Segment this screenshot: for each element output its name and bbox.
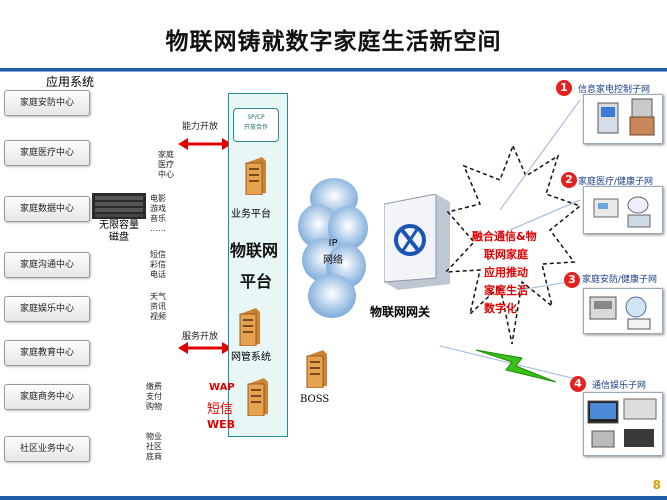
subnet-1-label: 信息家电控制子网 (578, 85, 651, 95)
left-item-security[interactable]: 家庭安防中心 (4, 90, 90, 116)
platform-title-line1: 物联网 (230, 241, 279, 260)
sp-cp-badge: SP/CP 开放合作 (233, 108, 279, 142)
gateway-label: 物联网网关 (370, 305, 431, 319)
storage-server-icon (92, 193, 146, 219)
web-label: WEB (207, 418, 236, 431)
capability-open-label: 能力开放 (182, 122, 219, 132)
security-device-icon (589, 296, 651, 330)
app-systems-label: 应用系统 (46, 75, 95, 89)
subnet-3-box (583, 288, 663, 334)
boss-server-icon (306, 350, 327, 388)
boss-label: BOSS (300, 394, 330, 405)
lightning-bolt-icon (476, 349, 556, 383)
wap-label: WAP (209, 382, 235, 393)
left-item-education[interactable]: 家庭教育中心 (4, 340, 90, 366)
network-mgmt-label: 网管系统 (231, 352, 271, 363)
service-messaging: 短信 彩信 电话 (150, 250, 166, 279)
cloud-line1: IP (328, 238, 338, 249)
left-item-medical[interactable]: 家庭医疗中心 (4, 140, 90, 166)
service-community: 物业 社区 底商 (146, 432, 162, 461)
storage-label: 无限容量磁盘 (99, 220, 139, 243)
title-rule-thin (0, 71, 667, 72)
portal-server-icon (247, 378, 268, 416)
subnet-1-box (583, 94, 663, 144)
subnet-2-box (583, 186, 663, 234)
starburst-line3: 应用推动 (484, 266, 528, 279)
page-number: 8 (652, 478, 661, 492)
service-payment: 缴费 支付 购物 (146, 382, 162, 411)
page-title: 物联网铸就数字家庭生活新空间 (165, 29, 502, 55)
platform-title-line2: 平台 (240, 272, 273, 291)
service-info: 天气 资讯 视频 (150, 292, 166, 321)
left-item-commerce[interactable]: 家庭商务中心 (4, 384, 90, 410)
sms-label: 短信 (207, 402, 234, 417)
subnet-3-number: 3 (564, 272, 580, 288)
ip-cloud-icon (298, 178, 368, 318)
service-open-label: 服务开放 (182, 332, 219, 342)
service-arrow-icon (178, 342, 232, 354)
service-media: 电影 游戏 音乐 …… (150, 194, 166, 233)
app-systems-panel: 家庭安防中心 家庭医疗中心 家庭数据中心 家庭沟通中心 家庭娱乐中心 家庭教育中… (0, 82, 92, 482)
entertainment-device-icon (587, 398, 657, 448)
starburst-line2: 联网家庭 (484, 248, 528, 261)
business-server-icon (245, 157, 266, 195)
iot-platform-column (228, 93, 288, 437)
starburst-line1: 融合通信&物 (472, 230, 537, 243)
starburst-shape (446, 146, 580, 345)
starburst-line5: 数字化 (484, 302, 517, 315)
bottom-stripe (0, 496, 667, 500)
service-medical: 家庭 医疗 中心 (158, 150, 174, 179)
starburst-line4: 家庭生活 (484, 284, 528, 297)
subnet-4-label: 通信娱乐子网 (592, 381, 647, 391)
network-mgmt-server-icon (239, 308, 260, 346)
subnet-3-label: 家庭安防/健康子网 (582, 275, 658, 285)
left-item-community[interactable]: 社区业务中心 (4, 436, 90, 462)
subnet-1-number: 1 (556, 80, 572, 96)
cloud-line2: 网络 (323, 255, 343, 266)
medical-device-icon (593, 196, 651, 228)
subnet-4-box (583, 392, 663, 456)
left-item-entertainment[interactable]: 家庭娱乐中心 (4, 296, 90, 322)
title-rule (0, 68, 667, 71)
subnet-2-label: 家庭医疗/健康子网 (578, 177, 654, 187)
capability-arrow-icon (178, 138, 232, 150)
business-platform-label: 业务平台 (231, 209, 271, 220)
subnet-4-number: 4 (570, 376, 586, 392)
left-item-communication[interactable]: 家庭沟通中心 (4, 252, 90, 278)
left-item-data[interactable]: 家庭数据中心 (4, 196, 90, 222)
subnet-2-number: 2 (561, 172, 577, 188)
iot-gateway-icon (384, 194, 450, 290)
home-appliance-icon (597, 98, 655, 136)
